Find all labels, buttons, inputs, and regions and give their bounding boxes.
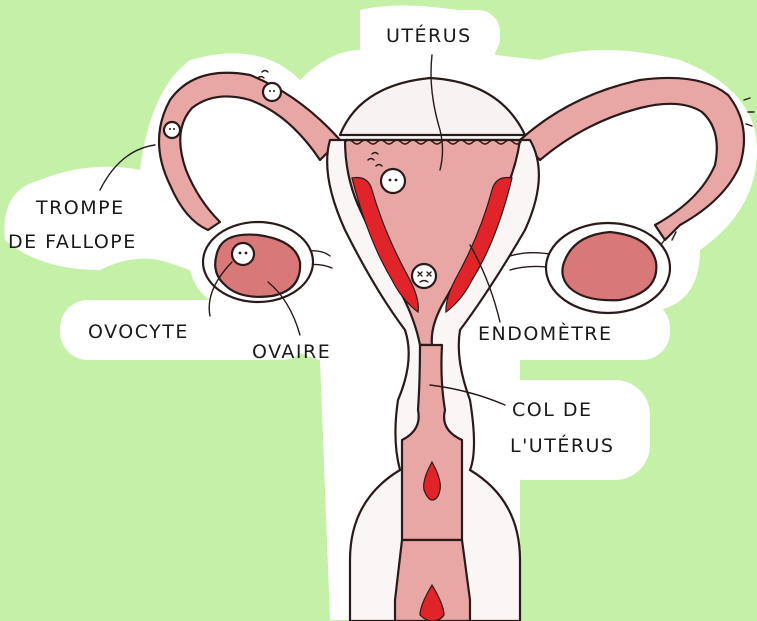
right-ovary <box>546 223 670 313</box>
degenerated-oocyte <box>412 264 436 288</box>
label-endometrium: ENDOMÈTRE <box>478 322 613 345</box>
label-oocyte: OVOCYTE <box>88 321 189 343</box>
left-ovary <box>203 222 313 302</box>
oocyte-in-ovary <box>232 243 254 265</box>
label-cervix-line2: L'UTÉRUS <box>510 434 615 457</box>
label-cervix-line1: COL DE <box>512 399 592 421</box>
oocyte-in-tube-left <box>164 122 180 138</box>
label-uterus: UTÉRUS <box>386 24 472 47</box>
label-fallopian-tube-line2: DE FALLOPE <box>8 231 137 253</box>
label-fallopian-tube-line1: TROMPE <box>35 197 125 219</box>
label-ovary: OVAIRE <box>252 341 331 363</box>
